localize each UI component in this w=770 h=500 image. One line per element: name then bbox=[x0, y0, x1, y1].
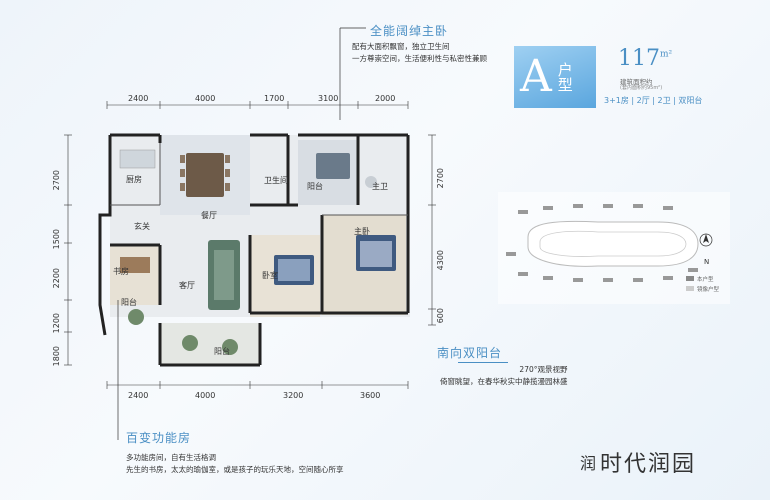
room-kitchen: 厨房 bbox=[126, 175, 142, 184]
north-label: N bbox=[704, 258, 710, 266]
dim-right-1: 2700 bbox=[436, 168, 445, 189]
dim-left-5: 1800 bbox=[52, 346, 61, 367]
room-bedroom: 卧室 bbox=[262, 271, 278, 280]
brand-logo-icon: 润 bbox=[580, 454, 597, 473]
legend-this-unit: 本户型 bbox=[697, 277, 714, 283]
floor-plan bbox=[64, 101, 436, 389]
dim-left-2: 1500 bbox=[52, 229, 61, 250]
dim-top-2: 4000 bbox=[195, 94, 216, 103]
room-bath2: 卫生间 bbox=[264, 176, 288, 185]
dim-left-1: 2700 bbox=[52, 170, 61, 191]
unit-area-label: 建筑面积约 bbox=[620, 78, 653, 86]
room-balcony-master: 阳台 bbox=[307, 182, 323, 191]
dim-bottom-4: 3600 bbox=[360, 391, 381, 400]
callout-master-body: 配有大面积飘窗，独立卫生间 一方尊崇空间，生活便利性与私密性兼顾 bbox=[352, 42, 487, 63]
site-plan bbox=[498, 192, 730, 304]
callout-study-leader bbox=[117, 300, 119, 440]
unit-area-note: (套内面积约95m²) bbox=[620, 85, 663, 91]
callout-master-leader bbox=[339, 27, 366, 120]
callout-study-title: 百变功能房 bbox=[126, 431, 192, 445]
callout-master-title: 全能阔绰主卧 bbox=[370, 24, 449, 38]
callout-balcony-rule bbox=[458, 362, 508, 363]
callout-balcony-title: 南向双阳台 bbox=[437, 346, 503, 360]
dim-bottom-1: 2400 bbox=[128, 391, 149, 400]
room-living: 客厅 bbox=[179, 281, 195, 290]
unit-layout: 3+1房 | 2厅 | 2卫 | 双阳台 bbox=[604, 96, 703, 105]
room-master-bath: 主卫 bbox=[372, 182, 388, 191]
room-balcony-south: 阳台 bbox=[214, 347, 230, 356]
room-master: 主卧 bbox=[354, 227, 370, 236]
dim-top-3: 1700 bbox=[264, 94, 285, 103]
dim-bottom-2: 4000 bbox=[195, 391, 216, 400]
room-foyer: 玄关 bbox=[134, 222, 150, 231]
dim-left-3: 2200 bbox=[52, 268, 61, 289]
legend-mirror-unit: 镜像户型 bbox=[697, 287, 720, 293]
unit-letter: A bbox=[520, 51, 552, 102]
dim-bottom-3: 3200 bbox=[283, 391, 304, 400]
dim-right-2: 4300 bbox=[436, 250, 445, 271]
dim-right-3: 600 bbox=[436, 308, 445, 324]
room-balcony-study: 阳台 bbox=[121, 298, 137, 307]
unit-suffix: 户型 bbox=[555, 62, 574, 92]
dim-left-4: 1200 bbox=[52, 313, 61, 334]
brand-name: 时代润园 bbox=[600, 452, 697, 477]
room-dining: 餐厅 bbox=[201, 211, 217, 220]
dim-top-1: 2400 bbox=[128, 94, 149, 103]
dim-top-4: 3100 bbox=[318, 94, 339, 103]
callout-balcony-body: 270°观景视野 倚窗眺望，在春华秋实中静揽漫园林盛 bbox=[440, 365, 568, 386]
room-study: 书房 bbox=[113, 267, 129, 276]
unit-area: 117m² bbox=[618, 46, 673, 71]
dim-top-5: 2000 bbox=[375, 94, 396, 103]
callout-study-body: 多功能房间，自有生活格调 先生的书房，太太的瑜伽室，或是孩子的玩乐天地，空间随心… bbox=[126, 453, 344, 474]
unit-badge: A 户型 bbox=[514, 46, 596, 108]
